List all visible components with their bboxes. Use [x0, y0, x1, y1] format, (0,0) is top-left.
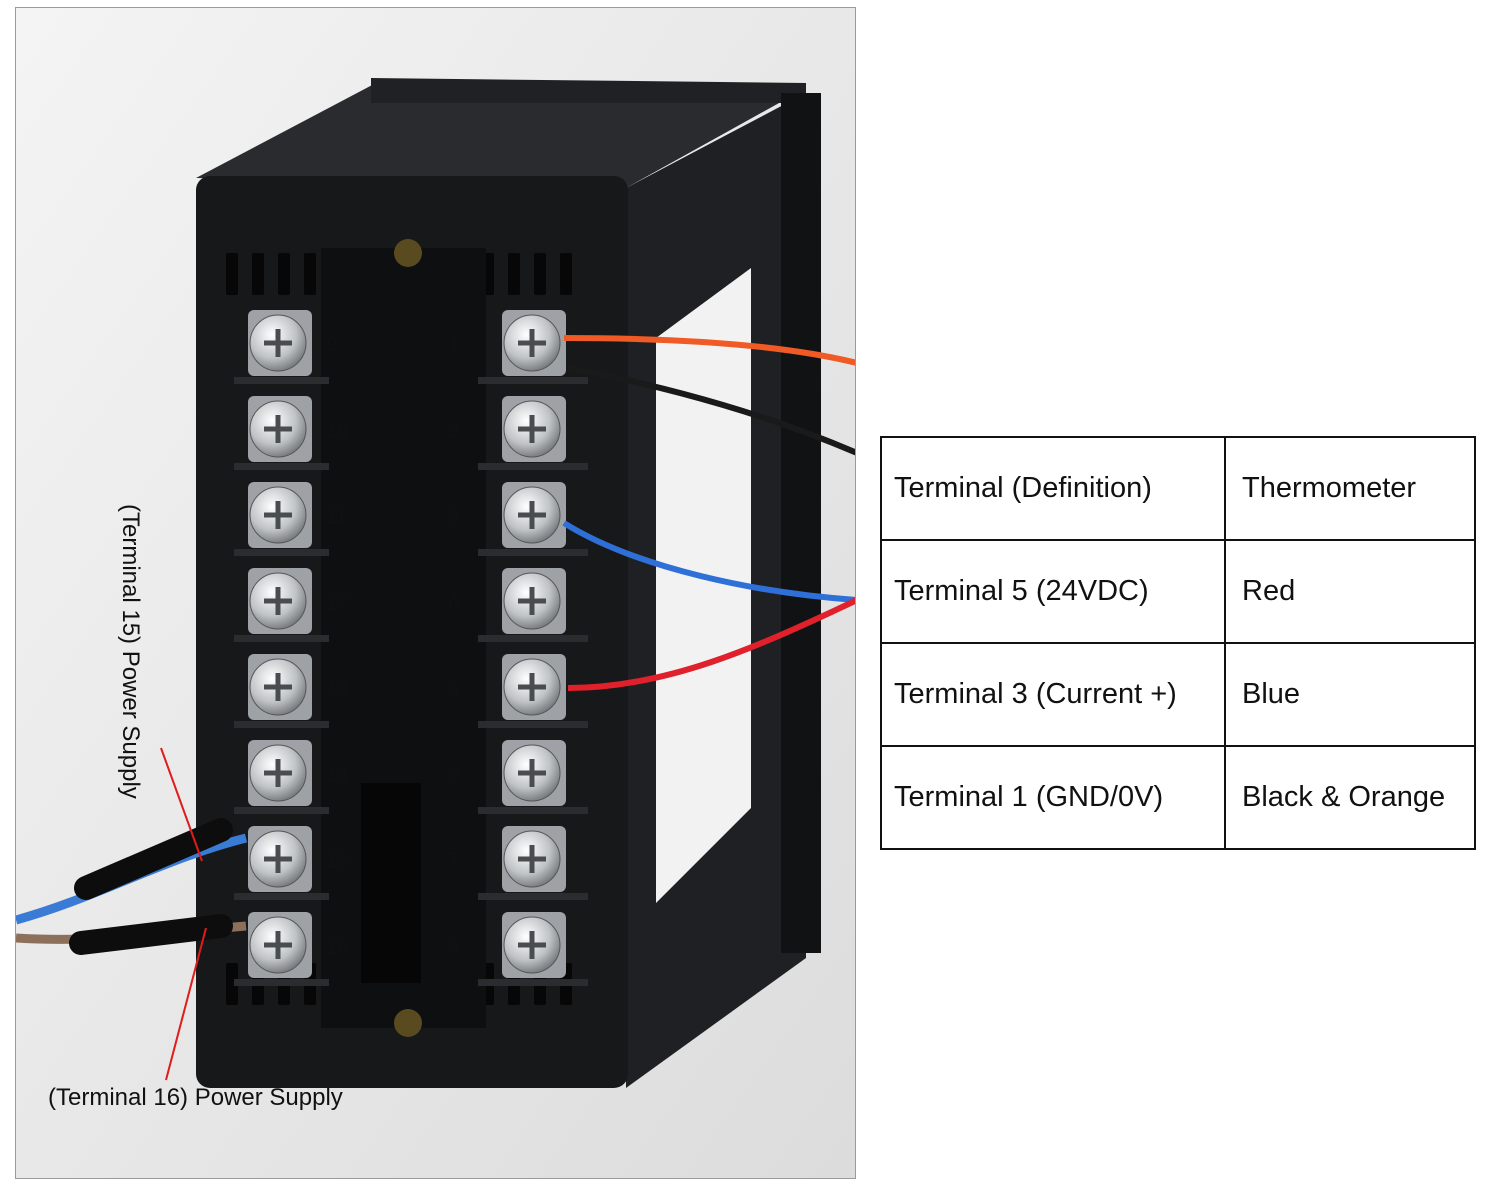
screw-slot: [518, 845, 546, 873]
mount-hole-bottom: [394, 1009, 422, 1037]
screw-slot: [264, 415, 292, 443]
terminal-block: 9 1 10 2 11 3 12 4 13 5 14 6 15 7 16 8: [234, 310, 588, 986]
screw-slot: [264, 587, 292, 615]
vent-slot: [226, 963, 238, 1005]
terminal-divider: [234, 377, 329, 384]
mount-hole-top: [394, 239, 422, 267]
terminal-divider: [234, 463, 329, 470]
terminal-divider: [478, 635, 588, 642]
callout-terminal15: (Terminal 15) Power Supply: [117, 504, 144, 799]
wire-orange: [563, 335, 855, 366]
terminal-number-right: 7: [448, 850, 459, 872]
terminal-number-right: 1: [448, 334, 459, 356]
table-row: Terminal 5 (24VDC)Red: [880, 539, 1476, 644]
terminal-divider: [478, 549, 588, 556]
terminal-number-left: 16: [326, 936, 348, 958]
terminal-divider: [234, 979, 329, 986]
screw-slot: [264, 673, 292, 701]
screw-slot: [264, 931, 292, 959]
photo-panel: 9 1 10 2 11 3 12 4 13 5 14 6 15 7 16 8 (Terminal 15) Po…: [15, 7, 856, 1179]
terminal-number-right: 6: [448, 764, 459, 786]
terminal-divider: [234, 721, 329, 728]
terminal-divider: [478, 377, 588, 384]
table-row: Terminal (Definition)Thermometer: [880, 436, 1476, 541]
vent-slot: [226, 253, 238, 295]
terminal-number-left: 9: [326, 334, 337, 356]
vent-slot: [560, 253, 572, 295]
table-row: Terminal 1 (GND/0V)Black & Orange: [880, 745, 1476, 850]
wire-color-cell: Thermometer: [1224, 436, 1476, 541]
vent-slot: [508, 253, 520, 295]
heat-shrink-16: [69, 914, 233, 955]
wire-color-cell: Red: [1224, 539, 1476, 644]
terminal-divider: [234, 807, 329, 814]
vent-slot: [304, 253, 316, 295]
wire-blue: [562, 520, 855, 603]
terminal-cell: Terminal (Definition): [880, 436, 1226, 541]
terminal-divider: [478, 979, 588, 986]
vent-slot: [252, 253, 264, 295]
callout-line-terminal15: [160, 747, 203, 862]
controller-rear-illustration: 9 1 10 2 11 3 12 4 13 5 14 6 15 7 16 8 (Terminal 15) Po…: [16, 8, 855, 1178]
terminal-number-left: 13: [326, 678, 348, 700]
housing-top: [196, 83, 806, 188]
screw-slot: [518, 673, 546, 701]
wire-color-cell: Blue: [1224, 642, 1476, 747]
terminal-divider: [234, 893, 329, 900]
terminal-number-right: 2: [448, 420, 459, 442]
terminal-number-left: 12: [326, 592, 348, 614]
vent-slot: [534, 253, 546, 295]
terminal-number-right: 3: [448, 506, 459, 528]
terminal-divider: [478, 807, 588, 814]
screw-slot: [264, 845, 292, 873]
terminal-divider: [478, 463, 588, 470]
screw-slot: [518, 415, 546, 443]
screw-slot: [264, 329, 292, 357]
table-row: Terminal 3 (Current +)Blue: [880, 642, 1476, 747]
screw-slot: [264, 759, 292, 787]
terminal-cell: Terminal 1 (GND/0V): [880, 745, 1226, 850]
wire-color-cell: Black & Orange: [1224, 745, 1476, 850]
terminal-number-left: 10: [326, 420, 348, 442]
terminal-divider: [478, 721, 588, 728]
housing-top-ridge: [371, 78, 806, 103]
screw-slot: [518, 759, 546, 787]
terminal-divider: [478, 893, 588, 900]
screw-slot: [518, 931, 546, 959]
wire-red: [567, 597, 855, 691]
center-recess: [361, 783, 421, 983]
side-label-sticker: [656, 268, 751, 903]
terminal-number-left: 15: [326, 850, 348, 872]
terminal-cell: Terminal 3 (Current +): [880, 642, 1226, 747]
terminal-number-right: 4: [448, 592, 459, 614]
terminal-divider: [234, 549, 329, 556]
screw-slot: [518, 501, 546, 529]
screw-slot: [264, 501, 292, 529]
housing-bezel: [781, 93, 821, 953]
heat-shrink-15: [74, 818, 233, 900]
terminal-number-right: 5: [448, 678, 459, 700]
callout-terminal16: (Terminal 16) Power Supply: [48, 1084, 343, 1111]
terminal-cell: Terminal 5 (24VDC): [880, 539, 1226, 644]
terminal-number-left: 14: [326, 764, 348, 786]
callout-line-terminal16: [165, 927, 207, 1081]
terminal-number-right: 8: [448, 936, 459, 958]
wire-black: [567, 365, 855, 456]
screw-slot: [518, 329, 546, 357]
terminal-divider: [234, 635, 329, 642]
terminal-number-left: 11: [326, 506, 347, 528]
screw-slot: [518, 587, 546, 615]
vent-slot: [278, 253, 290, 295]
